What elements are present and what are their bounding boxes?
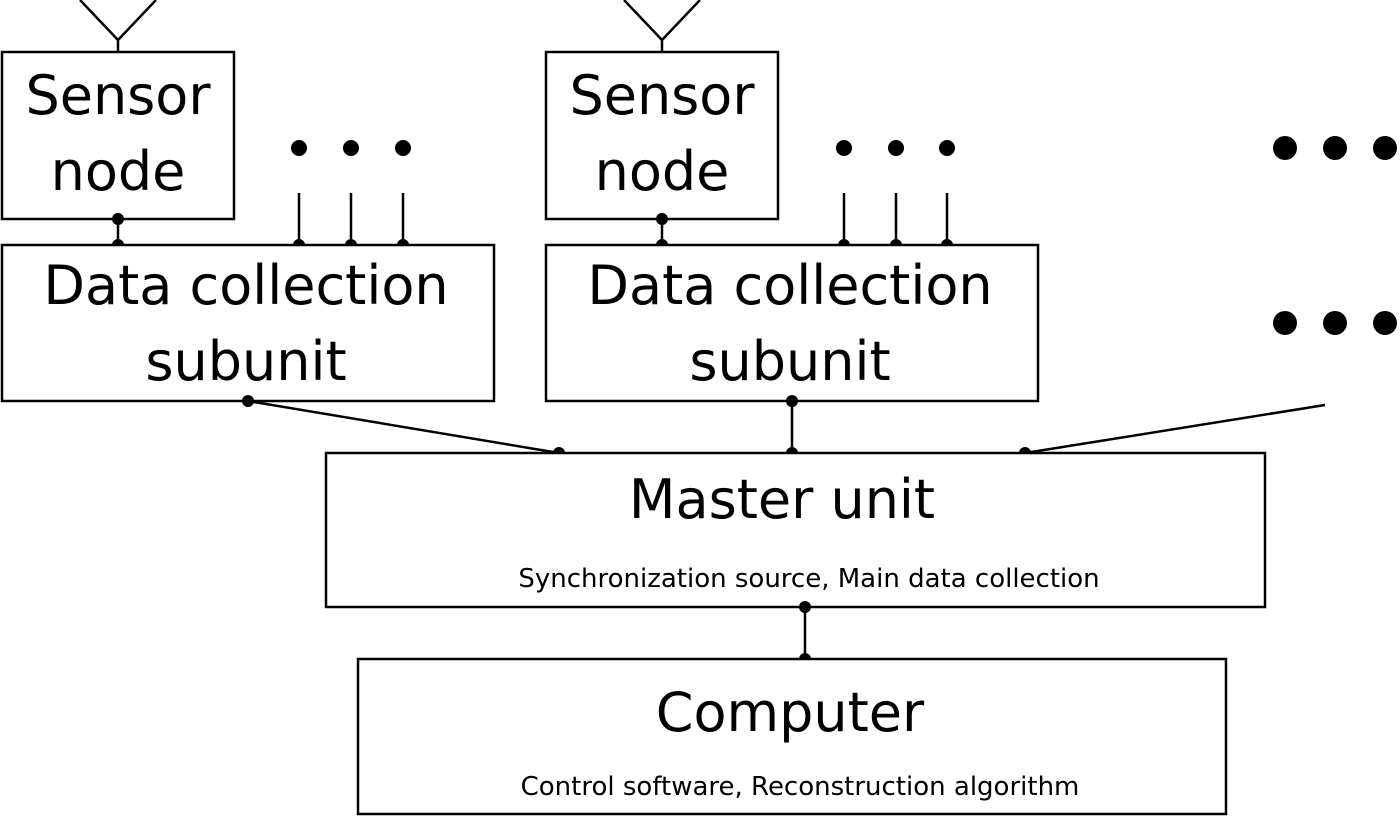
link-subunit1-master (242, 395, 565, 459)
computer-subtitle: Control software, Reconstruction algorit… (521, 772, 1080, 802)
antenna-1 (79, 0, 157, 52)
link-subunit2-master (786, 395, 798, 459)
sensor-node-1: Sensor node (0, 50, 236, 221)
additional-sensor-inputs-2 (836, 140, 955, 251)
subunit-1-line2: subunit (145, 330, 346, 393)
subunit-1-line1: Data collection (43, 254, 448, 317)
sensor-node-2-line2: node (595, 140, 730, 203)
master-unit-subtitle: Synchronization source, Main data collec… (518, 564, 1099, 594)
sensor-node-2-line1: Sensor (569, 64, 755, 127)
link-more-subunits-master (1019, 403, 1326, 459)
data-collection-subunit-2: Data collection subunit (544, 243, 1040, 403)
sensor-node-1-line2: node (51, 140, 186, 203)
master-unit-title: Master unit (629, 468, 935, 531)
more-subunits-ellipsis (1273, 311, 1397, 335)
computer: Computer Control software, Reconstructio… (356, 657, 1228, 816)
sensor-node-2: Sensor node (544, 50, 780, 221)
master-unit: Master unit Synchronization source, Main… (324, 451, 1267, 609)
subunit-2-line2: subunit (689, 330, 890, 393)
data-collection-subunit-1: Data collection subunit (0, 243, 496, 403)
antenna-2 (623, 0, 701, 52)
computer-title: Computer (656, 681, 925, 744)
link-master-computer (799, 601, 811, 665)
subunit-2-line1: Data collection (587, 254, 992, 317)
more-sensor-nodes-ellipsis (1273, 136, 1397, 160)
additional-sensor-inputs-1 (291, 140, 411, 251)
sensor-node-1-line1: Sensor (25, 64, 211, 127)
